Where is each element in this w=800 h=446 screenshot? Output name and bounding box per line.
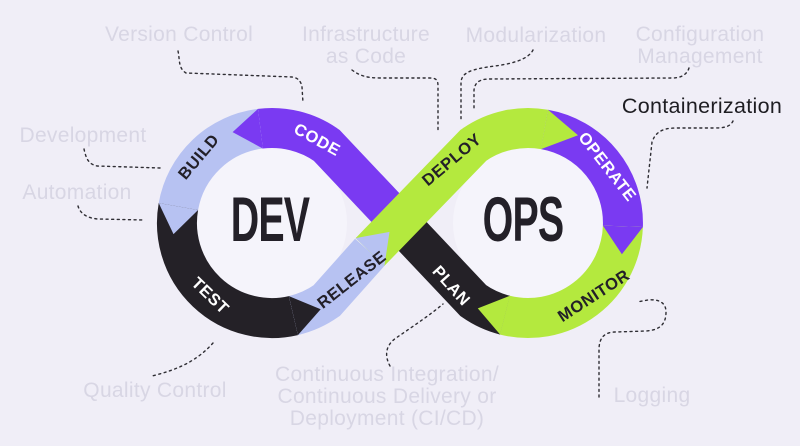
dev-title: DEV xyxy=(231,185,310,256)
connector-infrastructure-as-code xyxy=(351,69,439,131)
build-arrowhead xyxy=(158,203,199,235)
deploy-arrowhead xyxy=(541,109,578,150)
dev-loop-interior xyxy=(197,148,347,298)
connector-logging xyxy=(598,299,667,398)
connector-containerization xyxy=(646,120,734,189)
connector-configuration-management xyxy=(473,67,690,111)
label-cicd: Continuous Integration/ Continuous Deliv… xyxy=(275,364,499,430)
connector-modularization xyxy=(460,49,534,120)
segment-band-test xyxy=(156,203,298,339)
segment-band-deploy xyxy=(355,107,548,266)
label-configuration-management: Configuration Management xyxy=(636,24,765,68)
label-infrastructure-line2: as Code xyxy=(325,45,407,68)
code-arrowhead xyxy=(232,108,263,149)
monitor-arrowhead xyxy=(477,295,510,335)
label-infrastructure-line1: Infrastructure xyxy=(302,23,430,46)
label-cicd-line3: Deployment (CI/CD) xyxy=(289,407,485,430)
connector-quality-control xyxy=(151,342,214,377)
label-configuration-line1: Configuration xyxy=(635,23,765,46)
label-cicd-line1: Continuous Integration/ xyxy=(274,363,500,386)
operate-arrowhead xyxy=(602,225,643,255)
test-arrowhead xyxy=(288,296,321,336)
ops-title: OPS xyxy=(483,185,564,256)
connector-cicd xyxy=(385,303,444,367)
label-infrastructure-as-code: Infrastructure as Code xyxy=(302,24,430,68)
connector-version-control xyxy=(177,50,304,104)
label-quality-control: Quality Control xyxy=(83,379,227,402)
label-version-control: Version Control xyxy=(104,23,254,46)
connector-automation xyxy=(77,205,144,221)
label-cicd-line2: Continuous Delivery or xyxy=(277,385,497,408)
connector-development xyxy=(83,148,161,169)
label-logging: Logging xyxy=(613,384,691,407)
release-arrowhead xyxy=(355,231,390,266)
segment-band-code xyxy=(257,108,415,237)
label-modularization: Modularization xyxy=(465,24,607,47)
label-configuration-line2: Management xyxy=(637,45,763,68)
ops-loop-interior xyxy=(453,148,603,298)
label-containerization: Containerization xyxy=(621,94,783,118)
label-automation: Automation xyxy=(22,181,132,204)
label-development: Development xyxy=(19,124,147,147)
